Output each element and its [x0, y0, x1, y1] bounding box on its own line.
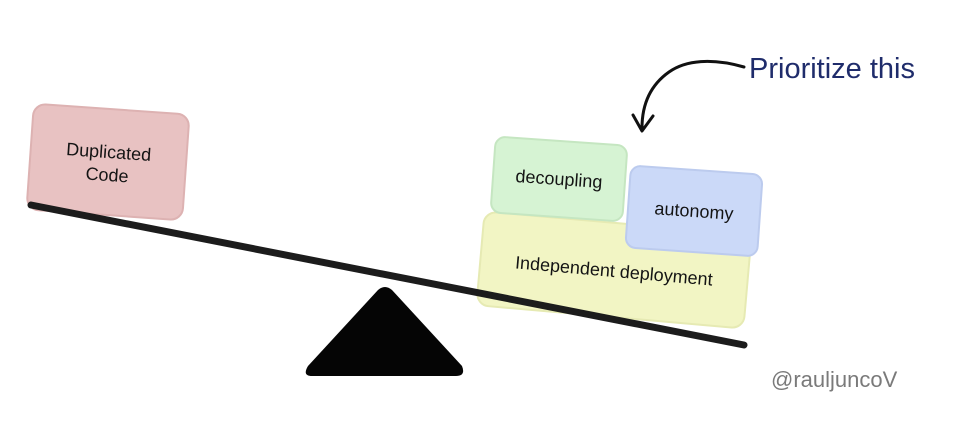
decoupling-card-bg	[490, 136, 628, 222]
duplicated-code-card-bg	[26, 103, 190, 221]
arrowhead-icon	[631, 113, 655, 133]
fulcrum-triangle	[305, 287, 464, 376]
seesaw-beam	[27, 201, 748, 349]
autonomy-card-bg	[624, 165, 764, 257]
author-credit: @rauljuncoV	[771, 367, 898, 392]
prioritize-annotation: Prioritize this	[749, 53, 915, 85]
duplicated-code-card: Duplicated Code	[26, 103, 190, 221]
autonomy-card: autonomy	[624, 165, 764, 257]
duplicated-code-label-line2: Code	[85, 163, 129, 186]
decoupling-card: decoupling	[490, 136, 628, 222]
curved-arrow-icon	[640, 59, 746, 130]
